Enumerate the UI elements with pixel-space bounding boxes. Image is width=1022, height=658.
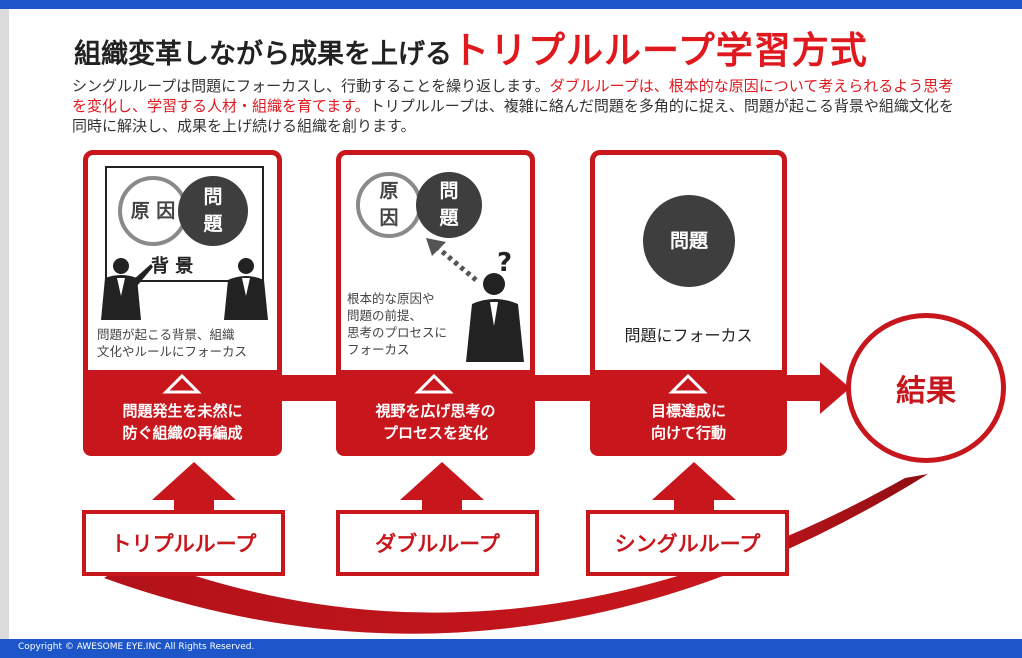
single-problem-circle: 問題	[643, 195, 735, 287]
top-bar	[0, 0, 1022, 9]
background-label: 背 景	[151, 256, 194, 277]
listener-person-icon	[224, 258, 268, 320]
triple-cause-circle: 原 因	[118, 176, 188, 246]
presenter-person-icon	[101, 258, 153, 320]
description-double: ダブルループは、根本的な原因について考えられるよう思考を変化し、学習する人材・組…	[72, 77, 954, 115]
double-card	[336, 150, 535, 456]
double-up-arrow	[400, 462, 484, 520]
triple-card	[83, 150, 282, 456]
description-triple: トリプルループは、複雑に絡んだ問題を多角的に捉え、問題が起こる背景や組織文化を同…	[72, 97, 954, 135]
triple-loop-box: トリプルループ	[82, 510, 285, 576]
triple-focus-text: 問題が起こる背景、組織 文化やルールにフォーカス	[97, 327, 248, 359]
double-problem-circle: 問 題	[416, 172, 482, 238]
dotted-arrow-icon	[426, 238, 478, 282]
thinking-person-icon	[466, 273, 524, 362]
triple-card-label: 問題発生を未然に 防ぐ組織の再編成	[122, 402, 243, 442]
single-loop-box: シングルループ	[586, 510, 789, 576]
question-mark: ?	[497, 248, 513, 278]
single-up-arrow	[652, 462, 736, 520]
title-red: トリプルループ学習方式	[452, 29, 868, 72]
single-card-label: 目標達成に 向けて行動	[650, 402, 726, 442]
left-bar	[0, 9, 9, 639]
double-cause-circle: 原 因	[356, 172, 422, 238]
description-single: シングルループは問題にフォーカスし、行動することを繰り返します。	[72, 77, 550, 95]
single-card	[590, 150, 787, 456]
description: シングルループは問題にフォーカスし、行動することを繰り返します。ダブルループは、…	[72, 76, 962, 136]
title-black: 組織変革しながら成果を上げる	[74, 39, 452, 70]
double-loop-box: ダブルループ	[336, 510, 539, 576]
result-circle: 結果	[846, 313, 1006, 463]
copyright-text: Copyright © AWESOME EYE.INC All Rights R…	[18, 642, 255, 652]
double-card-label: 視野を広げ思考の プロセスを変化	[375, 402, 496, 442]
triple-problem-circle: 問 題	[178, 176, 248, 246]
page-title: 組織変革しながら成果を上げるトリプルループ学習方式	[74, 20, 868, 74]
single-focus-text: 問題にフォーカス	[624, 326, 753, 345]
double-focus-text: 根本的な原因や 問題の前提、 思考のプロセスに フォーカス	[347, 291, 448, 357]
footer-bar: Copyright © AWESOME EYE.INC All Rights R…	[0, 639, 1022, 658]
triple-up-arrow	[152, 462, 236, 520]
